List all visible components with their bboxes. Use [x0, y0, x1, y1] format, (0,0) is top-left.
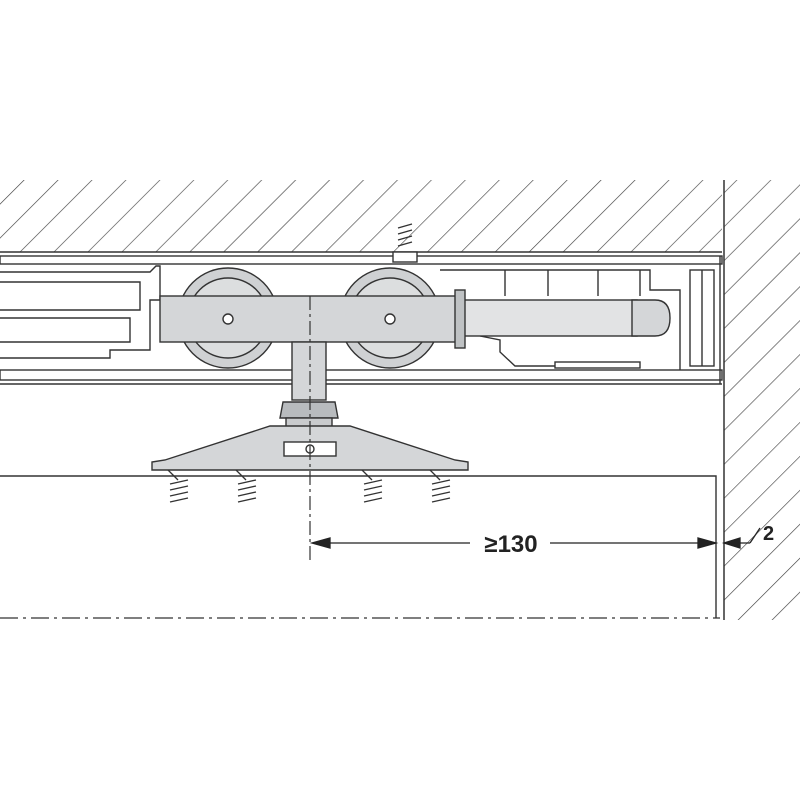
suspension-bolt	[279, 341, 339, 429]
door-panel	[0, 475, 717, 618]
ceiling-screw	[392, 223, 418, 263]
carriage-plate	[159, 289, 466, 349]
dimension-main	[309, 537, 719, 549]
bracket-screws	[167, 469, 451, 503]
track-profile	[0, 255, 723, 385]
dimension-gap	[721, 527, 761, 549]
wall-hatch	[723, 180, 800, 620]
ceiling-hatch	[0, 180, 722, 253]
dimension-gap-label: 2	[763, 523, 774, 545]
dimension-main-label: ≥130	[484, 531, 537, 558]
damper-cylinder	[461, 299, 671, 337]
